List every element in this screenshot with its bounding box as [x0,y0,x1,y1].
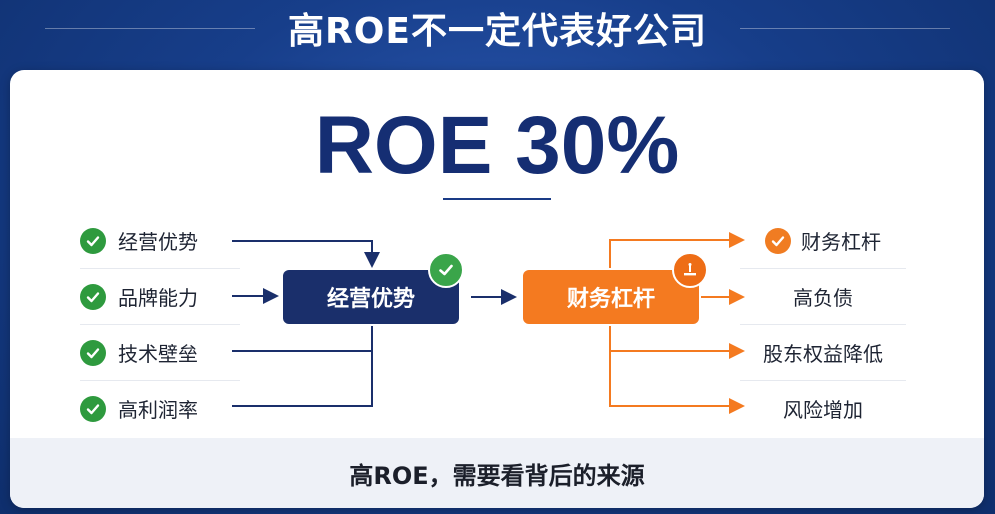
left-factor-list: 经营优势 品牌能力 技术壁垒 高利润率 [80,213,240,436]
right-outcome-item: 财务杠杆 [740,213,906,269]
footer-caption: 高ROE，需要看背后的来源 [10,438,984,508]
check-icon [428,252,464,288]
hero-underline [443,198,551,200]
content-card: ROE 30% [10,70,984,508]
right-outcome-list: 财务杠杆 高负债 股东权益降低 风险增加 [740,213,906,436]
connector-left-1 [232,240,380,268]
connector-left-4 [232,326,373,407]
left-factor-item: 经营优势 [80,213,240,269]
left-factor-label: 高利润率 [118,398,198,422]
check-icon [80,283,106,310]
right-outcome-item: 风险增加 [740,381,906,436]
right-outcome-label: 风险增加 [783,398,863,422]
check-icon [80,227,106,254]
check-icon [765,227,791,254]
lever-icon [672,252,708,288]
check-icon [80,339,106,366]
connector-right-1 [609,232,745,268]
right-outcome-label: 高负债 [793,286,853,310]
title-divider-right [740,28,950,29]
left-factor-label: 技术壁垒 [118,342,198,366]
connector-right-3 [609,326,745,414]
right-outcome-label: 财务杠杆 [801,230,881,254]
left-factor-item: 高利润率 [80,381,240,436]
title-divider-left [45,28,255,29]
connector-lines [232,232,745,414]
business-advantage-box: 经营优势 [283,270,459,324]
right-outcome-item: 股东权益降低 [740,325,906,381]
left-factor-item: 技术壁垒 [80,325,240,381]
left-factor-label: 经营优势 [118,230,198,254]
hero-metric: ROE 30% [314,100,680,191]
right-outcome-item: 高负债 [740,269,906,325]
left-factor-item: 品牌能力 [80,269,240,325]
page-title: 高ROE不一定代表好公司 [288,11,707,52]
left-factor-label: 品牌能力 [118,286,198,310]
right-outcome-label: 股东权益降低 [763,342,883,366]
check-icon [80,395,106,422]
financial-leverage-box: 财务杠杆 [523,270,699,324]
